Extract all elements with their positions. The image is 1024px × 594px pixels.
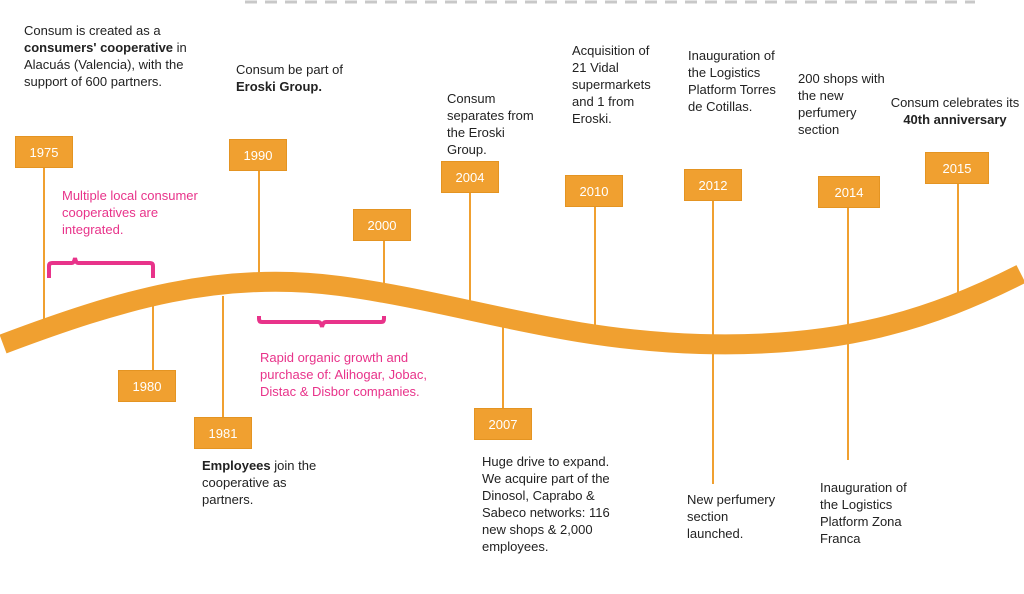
note-2010: Acquisition of 21 Vidal supermarkets and…: [572, 43, 651, 126]
year-box-2012: 2012: [684, 169, 742, 201]
year-box-2007: 2007: [474, 408, 532, 440]
bracket-1975-1980: [47, 257, 155, 278]
note-1981: Employees join the cooperative as partne…: [202, 458, 317, 507]
year-box-2000: 2000: [353, 209, 411, 241]
year-box-1990: 1990: [229, 139, 287, 171]
year-box-2015: 2015: [925, 152, 989, 184]
bracket-caption-first: Multiple local consumer cooperatives are…: [62, 188, 198, 237]
note-2015: Consum celebrates its 40th anniversary: [890, 95, 1020, 127]
note-1975: Consum is created as a consumers' cooper…: [24, 23, 187, 89]
bracket-caption-second: Rapid organic growth and purchase of: Al…: [260, 350, 427, 399]
connector-lines: [43, 165, 959, 484]
note-2014-bottom: Inauguration of the Logistics Platform Z…: [820, 480, 907, 546]
year-box-1975: 1975: [15, 136, 73, 168]
year-box-2004: 2004: [441, 161, 499, 193]
note-2004: Consum separates from the Eroski Group.: [447, 91, 534, 157]
timeline-curve: [0, 265, 1024, 355]
bracket-1990-2000: [257, 316, 386, 328]
note-2007: Huge drive to expand. We acquire part of…: [482, 454, 610, 554]
year-box-1980: 1980: [118, 370, 176, 402]
note-2012-bottom: New perfumery section launched.: [687, 492, 776, 541]
year-box-2014: 2014: [818, 176, 880, 208]
note-1990: Consum be part of Eroski Group.: [236, 62, 343, 94]
year-box-2010: 2010: [565, 175, 623, 207]
note-2012-top: Inauguration of the Logistics Platform T…: [688, 48, 776, 114]
year-box-1981: 1981: [194, 417, 252, 449]
note-2014-top: 200 shops with the new perfumery section: [798, 71, 885, 137]
